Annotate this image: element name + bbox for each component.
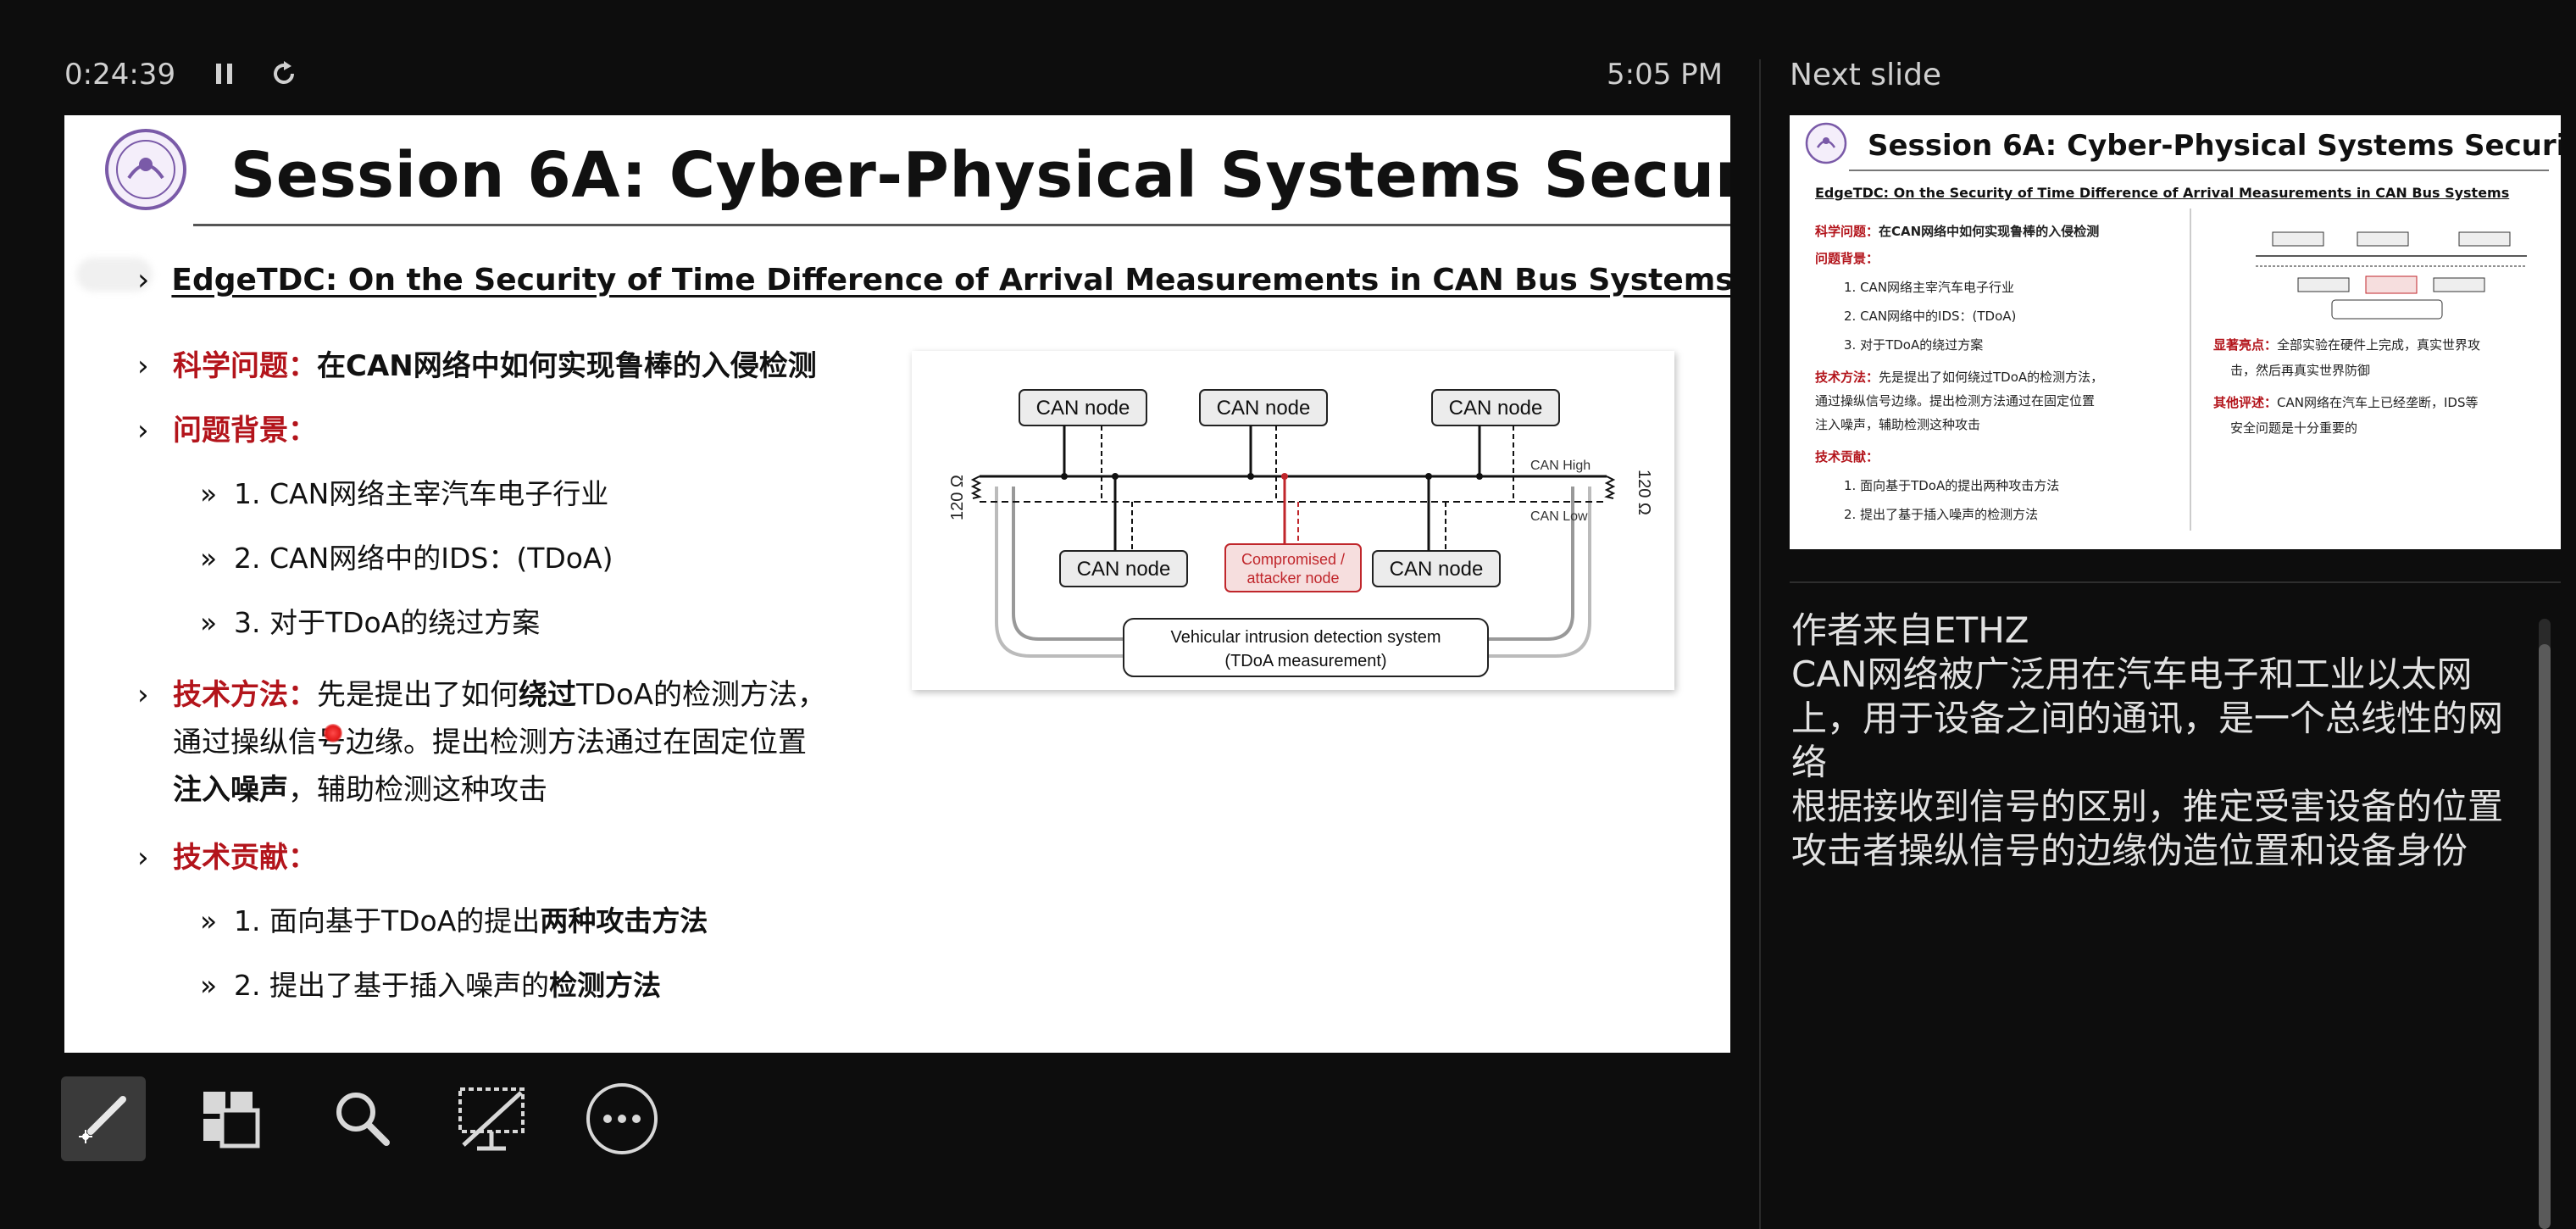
preview-line: 通过操纵信号边缘。提出检测方法通过在固定位置 <box>1815 393 2096 409</box>
method-line-3: 注入噪声，辅助检测这种攻击 <box>173 773 547 807</box>
magnifier-icon <box>336 1093 390 1146</box>
notes-line: 作者来自ETHZ <box>1791 609 2029 651</box>
next-slide-preview[interactable]: Session 6A: Cyber-Physical Systems Secur… <box>1790 115 2561 549</box>
method-line-2: 通过操纵信号边缘。提出检测方法通过在固定位置 <box>173 726 807 759</box>
preview-title: Session 6A: Cyber-Physical Systems Secur… <box>1868 129 2561 163</box>
notes-line: 攻击者操纵信号的边缘伪造位置和设备身份 <box>1791 830 2468 871</box>
ids-label: Vehicular intrusion detection system <box>1170 628 1441 647</box>
can-low-label: CAN Low <box>1530 509 1588 524</box>
preview-line: 问题背景： <box>1815 251 1879 266</box>
preview-column-divider <box>2190 209 2191 531</box>
see-all-slides-tool[interactable] <box>188 1076 273 1161</box>
can-node-label: CAN node <box>1036 397 1130 420</box>
title-divider <box>193 224 1730 226</box>
can-node-label: CAN node <box>1217 397 1311 420</box>
zoom-tool[interactable] <box>320 1076 405 1161</box>
background-row: › 问题背景： <box>137 407 317 448</box>
bullet: › <box>137 349 149 383</box>
university-logo-icon <box>1805 122 1847 164</box>
contribution-item: »2. 提出了基于插入噪声的检测方法 <box>200 969 661 1002</box>
more-icon <box>586 1083 658 1154</box>
background-item: »1. CAN网络主宰汽车电子行业 <box>200 477 609 510</box>
resistor-left-label: 120 Ω <box>948 475 967 520</box>
contribution-item: »1. 面向基于TDoA的提出两种攻击方法 <box>200 904 708 937</box>
laser-pen-icon <box>79 1096 126 1143</box>
paper-title-row: › EdgeTDC: On the Security of Time Differ… <box>137 263 1730 298</box>
slide-title: Session 6A: Cyber-Physical Systems Secur… <box>230 139 1730 212</box>
bullet: › <box>137 678 149 712</box>
bullet: › <box>137 263 150 298</box>
speaker-notes[interactable]: 作者来自ETHZ CAN网络被广泛用在汽车电子和工业以太网上，用于设备之间的通讯… <box>1791 609 2537 873</box>
elapsed-timer: 0:24:39 <box>64 58 176 92</box>
preview-line: 科学问题：在CAN网络中如何实现鲁棒的入侵检测 <box>1815 224 2100 239</box>
black-screen-tool[interactable] <box>449 1076 534 1161</box>
restart-timer-icon[interactable] <box>269 59 298 88</box>
method-label: 技术方法： <box>173 678 317 712</box>
science-question-label: 科学问题： <box>173 349 317 383</box>
laser-pointer-tool[interactable] <box>61 1076 146 1161</box>
pause-icon[interactable] <box>212 61 237 86</box>
background-item: »2. CAN网络中的IDS：(TDoA) <box>200 542 613 575</box>
preview-line: 技术贡献： <box>1815 449 1879 464</box>
bullet: › <box>137 414 149 448</box>
blurred-mark <box>76 258 153 292</box>
slides-grid-icon <box>203 1092 260 1148</box>
contribution-row: › 技术贡献： <box>137 834 317 876</box>
university-logo-icon <box>103 127 188 212</box>
paper-title: EdgeTDC: On the Security of Time Differe… <box>171 263 1730 298</box>
laser-pointer-dot <box>324 724 342 742</box>
notes-divider[interactable] <box>1790 581 2561 583</box>
background-label: 问题背景： <box>173 414 317 448</box>
preview-line: 1. 面向基于TDoA的提出两种攻击方法 <box>1844 478 2060 493</box>
current-slide[interactable]: Session 6A: Cyber-Physical Systems Secur… <box>64 115 1730 1053</box>
background-item: »3. 对于TDoA的绕过方案 <box>200 606 541 639</box>
preview-line: 技术方法：先是提出了如何绕过TDoA的检测方法， <box>1815 370 2104 385</box>
preview-diagram <box>2256 231 2527 320</box>
bullet: › <box>137 841 149 875</box>
science-question-row: › 科学问题：在CAN网络中如何实现鲁棒的入侵检测 <box>137 342 817 384</box>
notes-line: CAN网络被广泛用在汽车电子和工业以太网上，用于设备之间的通讯，是一个总线性的网… <box>1791 653 2504 783</box>
can-bus-diagram: CAN High CAN Low 120 Ω 120 Ω CAN node CA… <box>912 351 1674 690</box>
resistor-right-label: 120 Ω <box>1635 470 1653 515</box>
can-node-label: CAN node <box>1449 397 1543 420</box>
preview-line: 注入噪声，辅助检测这种攻击 <box>1815 417 1981 432</box>
contribution-label: 技术贡献： <box>173 841 317 875</box>
next-slide-label: Next slide <box>1790 58 1942 92</box>
compromised-node-label-2: attacker node <box>1246 570 1339 587</box>
preview-line: 其他评述：CAN网络在汽车上已经垄断，IDS等 <box>2213 395 2479 410</box>
notes-scrollbar-thumb[interactable] <box>2539 644 2551 1229</box>
more-options-tool[interactable] <box>580 1076 664 1161</box>
screen-off-icon <box>458 1087 525 1151</box>
preview-divider <box>1849 170 2549 171</box>
preview-paper-title: EdgeTDC: On the Security of Time Differe… <box>1815 185 2510 201</box>
current-time: 5:05 PM <box>1607 58 1723 92</box>
method-row: ›技术方法：先是提出了如何绕过TDoA的检测方法， <box>137 678 827 712</box>
preview-line: 2. 提出了基于插入噪声的检测方法 <box>1844 507 2039 522</box>
notes-line: 根据接收到信号的区别，推定受害设备的位置 <box>1791 786 2504 827</box>
ids-label-2: (TDoA measurement) <box>1224 652 1386 670</box>
preview-line: 2. CAN网络中的IDS：(TDoA) <box>1844 309 2017 324</box>
preview-line: 击，然后再真实世界防御 <box>2230 363 2371 378</box>
science-question-text: 在CAN网络中如何实现鲁棒的入侵检测 <box>317 349 817 383</box>
can-high-label: CAN High <box>1530 459 1591 473</box>
compromised-node-label: Compromised / <box>1241 551 1345 568</box>
preview-line: 3. 对于TDoA的绕过方案 <box>1844 337 1984 353</box>
pane-divider[interactable] <box>1759 59 1761 1229</box>
preview-line: 显著亮点：全部实验在硬件上完成，真实世界攻 <box>2213 337 2481 353</box>
preview-line: 1. CAN网络主宰汽车电子行业 <box>1844 280 2015 295</box>
can-node-label: CAN node <box>1390 558 1484 581</box>
can-node-label: CAN node <box>1077 558 1171 581</box>
preview-line: 安全问题是十分重要的 <box>2230 420 2358 436</box>
